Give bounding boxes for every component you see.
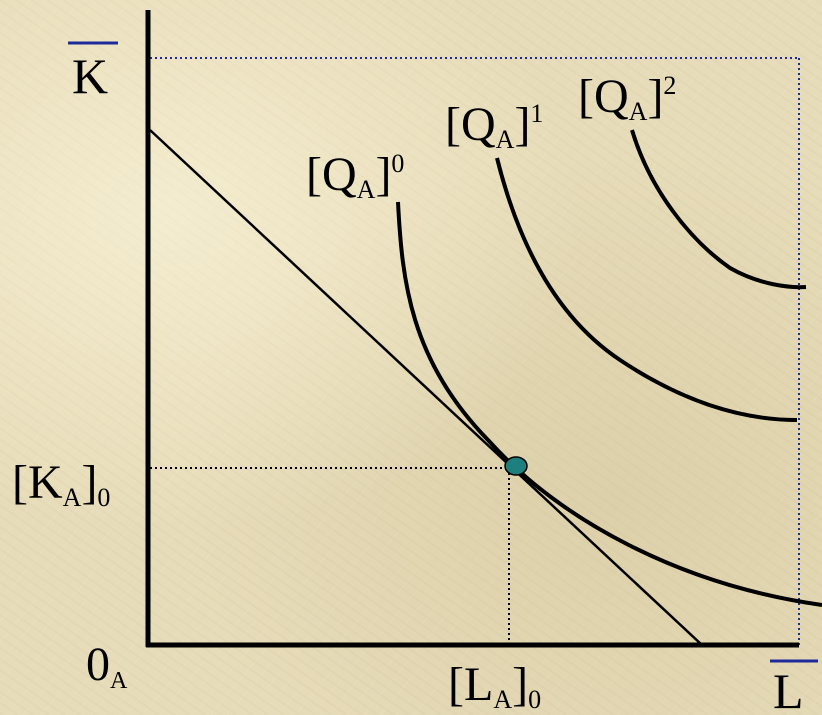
k-max-label: K [72,48,108,104]
isoquant-q1-curve [495,157,798,422]
tangency-point [504,456,528,476]
isoquant-q2-curve [630,129,807,290]
k0-label: [KA]0 [12,456,110,512]
isoquant-q2-label: [QA]2 [578,70,676,126]
l-max-label: L [773,663,804,715]
isoquant-q1-label: [QA]1 [445,98,543,154]
l0-label: [LA]0 [448,658,541,714]
origin-label: 0A [86,638,128,694]
isoquant-q0-label: [QA]0 [306,148,404,204]
isocost-line [149,129,703,646]
isoquant-q0-curve [396,201,822,607]
